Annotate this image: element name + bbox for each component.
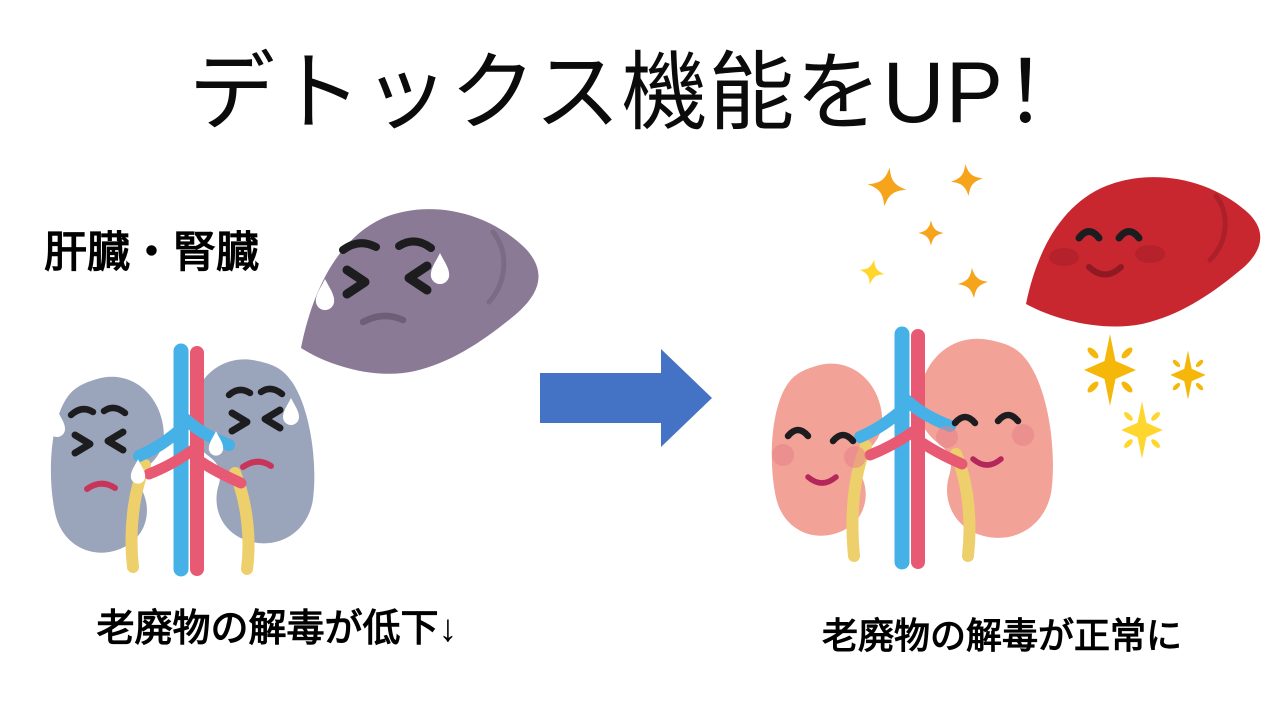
happy-face — [1049, 228, 1165, 278]
sad-face — [339, 237, 435, 326]
sweat-drops — [315, 253, 450, 311]
after-caption: 老廃物の解毒が正常に — [821, 615, 1182, 656]
sparkles-icon — [859, 163, 1206, 459]
happy-kidneys-icon — [771, 326, 1053, 570]
organs-label: 肝臓・腎臓 — [44, 229, 259, 277]
burst-stars — [1084, 334, 1206, 459]
happy-face-right — [936, 411, 1034, 468]
sad-liver-body — [301, 209, 539, 374]
diamond-sparkles — [859, 163, 989, 299]
happy-face-left — [772, 426, 866, 486]
happy-liver-icon — [1026, 177, 1261, 327]
sad-liver-icon — [301, 209, 539, 374]
sweat-drops — [49, 398, 299, 484]
before-caption: 老廃物の解毒が低下↓ — [96, 608, 458, 650]
page-title: デトックス機能をUP！ — [189, 45, 1091, 141]
right-arrow-icon — [540, 349, 712, 447]
sad-face-right — [225, 385, 286, 470]
sad-kidneys-icon — [49, 343, 315, 577]
sad-face-left — [67, 404, 129, 492]
renal-vessels — [846, 326, 976, 570]
